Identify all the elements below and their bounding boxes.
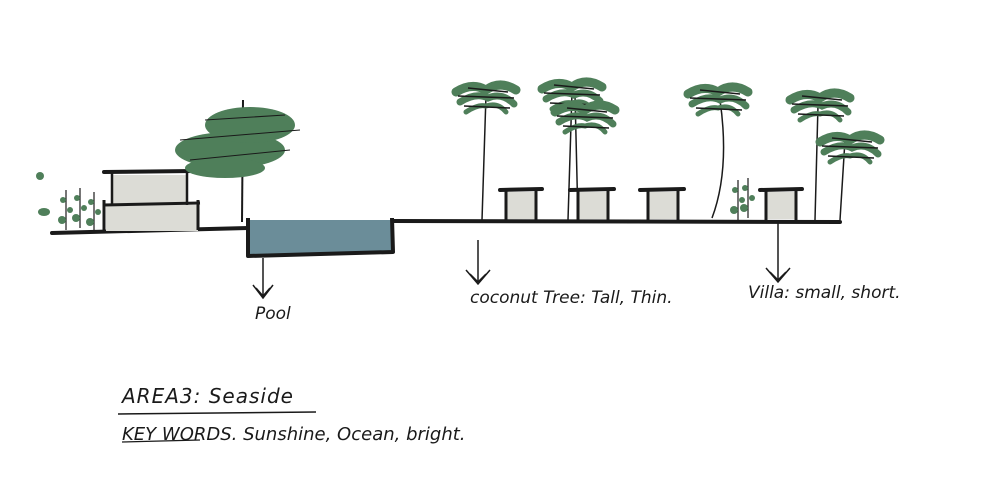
palm-tree-1 (456, 85, 516, 221)
keywords-strike (121, 439, 201, 443)
villa-3 (638, 187, 686, 220)
pool (246, 217, 395, 258)
villa-arrow (765, 222, 791, 284)
tree-label: coconut Tree: Tall, Thin. (470, 288, 673, 308)
ground-line-right (390, 219, 842, 224)
pool-label: Pool (255, 304, 291, 324)
villa-2 (568, 187, 616, 220)
palm-tree-4 (790, 93, 880, 221)
big-tree (175, 99, 301, 223)
right-shrubs (729, 177, 756, 221)
villa-label: Villa: small, short. (748, 283, 901, 303)
keywords-text: KEY WORDS. Sunshine, Ocean, bright. (122, 424, 466, 445)
main-building (102, 169, 201, 232)
pool-arrow (252, 258, 274, 300)
area-title: AREA3: Seaside (122, 384, 294, 408)
title-underline (117, 411, 317, 415)
left-shrubs (36, 172, 102, 233)
tree-arrow (465, 240, 491, 286)
palm-tree-3 (688, 87, 748, 219)
villa-1 (498, 187, 544, 220)
villa-4 (758, 187, 804, 220)
